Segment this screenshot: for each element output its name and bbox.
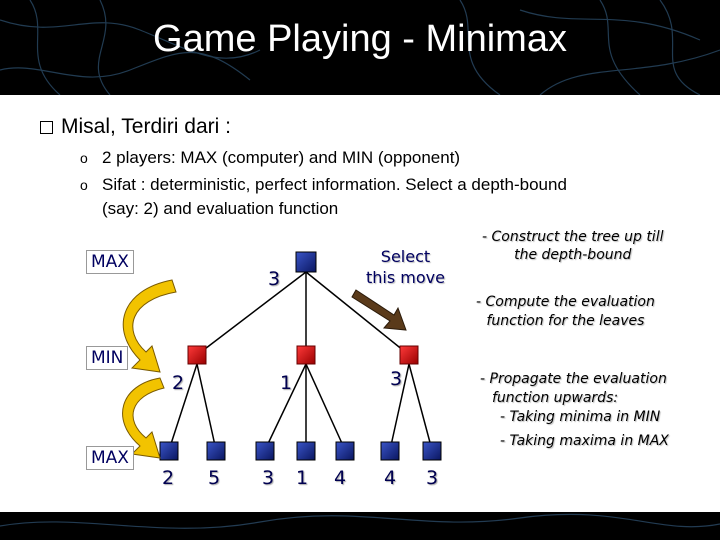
leaf-value: 2 xyxy=(162,467,175,489)
leaf-max-node xyxy=(159,441,179,461)
min-node xyxy=(187,345,207,365)
root-value: 3 xyxy=(268,268,281,290)
min-value: 3 xyxy=(390,368,403,390)
leaf-value: 1 xyxy=(296,467,309,489)
level-label-min: MIN xyxy=(86,346,129,370)
note-line: function for the leaves xyxy=(486,313,645,329)
sub-bullet-text: Sifat : deterministic, perfect informati… xyxy=(102,175,567,194)
leaf-max-node xyxy=(255,441,275,461)
sub-bullet-text: 2 players: MAX (computer) and MIN (oppon… xyxy=(102,148,461,167)
leaf-value: 4 xyxy=(334,467,347,489)
note-line: function upwards: xyxy=(492,390,619,406)
note-line: - Propagate the evaluation xyxy=(480,371,667,387)
main-bullet-text: Misal, Terdiri dari : xyxy=(61,115,231,138)
page-title: Game Playing - Minimax xyxy=(153,18,567,60)
select-move-label: Select this move xyxy=(366,246,445,288)
title-banner: Game Playing - Minimax xyxy=(0,0,720,95)
curved-arrow-icon xyxy=(122,377,165,459)
leaf-value: 4 xyxy=(384,467,397,489)
curved-arrow-icon xyxy=(122,279,177,373)
note-compute: - Compute the evaluation function for th… xyxy=(476,293,655,331)
circle-bullet-icon: o xyxy=(80,150,88,166)
min-node xyxy=(296,345,316,365)
note-line: - Taking minima in MIN xyxy=(500,409,661,425)
leaf-value: 5 xyxy=(208,467,221,489)
note-propagate: - Propagate the evaluation function upwa… xyxy=(478,370,669,451)
main-bullet: Misal, Terdiri dari : xyxy=(40,115,231,139)
note-line: - Compute the evaluation xyxy=(476,294,655,310)
leaf-value: 3 xyxy=(262,467,275,489)
note-line: - Construct the tree up till xyxy=(482,229,664,245)
level-label-max: MAX xyxy=(86,446,134,470)
note-line: - Taking maxima in MAX xyxy=(500,433,669,449)
footer-banner xyxy=(0,512,720,540)
level-label-max: MAX xyxy=(86,250,134,274)
leaf-max-node xyxy=(380,441,400,461)
background-decoration xyxy=(0,513,720,529)
tree-edges xyxy=(168,271,433,451)
note-line: the depth-bound xyxy=(514,247,632,263)
leaf-max-node xyxy=(296,441,316,461)
sub-bullet-2-continuation: (say: 2) and evaluation function xyxy=(102,199,339,218)
root-max-node xyxy=(295,251,317,273)
leaf-max-node xyxy=(335,441,355,461)
min-node xyxy=(399,345,419,365)
leaf-value: 3 xyxy=(426,467,439,489)
select-arrow-icon xyxy=(351,289,407,331)
leaf-max-node xyxy=(422,441,442,461)
select-move-line: this move xyxy=(366,268,445,287)
leaf-nodes xyxy=(159,441,442,461)
leaf-max-node xyxy=(206,441,226,461)
min-value: 1 xyxy=(280,372,293,394)
circle-bullet-icon: o xyxy=(80,177,88,193)
note-construct: - Construct the tree up till the depth-b… xyxy=(482,228,663,264)
select-move-line: Select xyxy=(380,247,431,266)
background-decoration xyxy=(0,0,720,95)
min-value: 2 xyxy=(172,372,185,394)
checkbox-bullet-icon xyxy=(40,120,53,134)
